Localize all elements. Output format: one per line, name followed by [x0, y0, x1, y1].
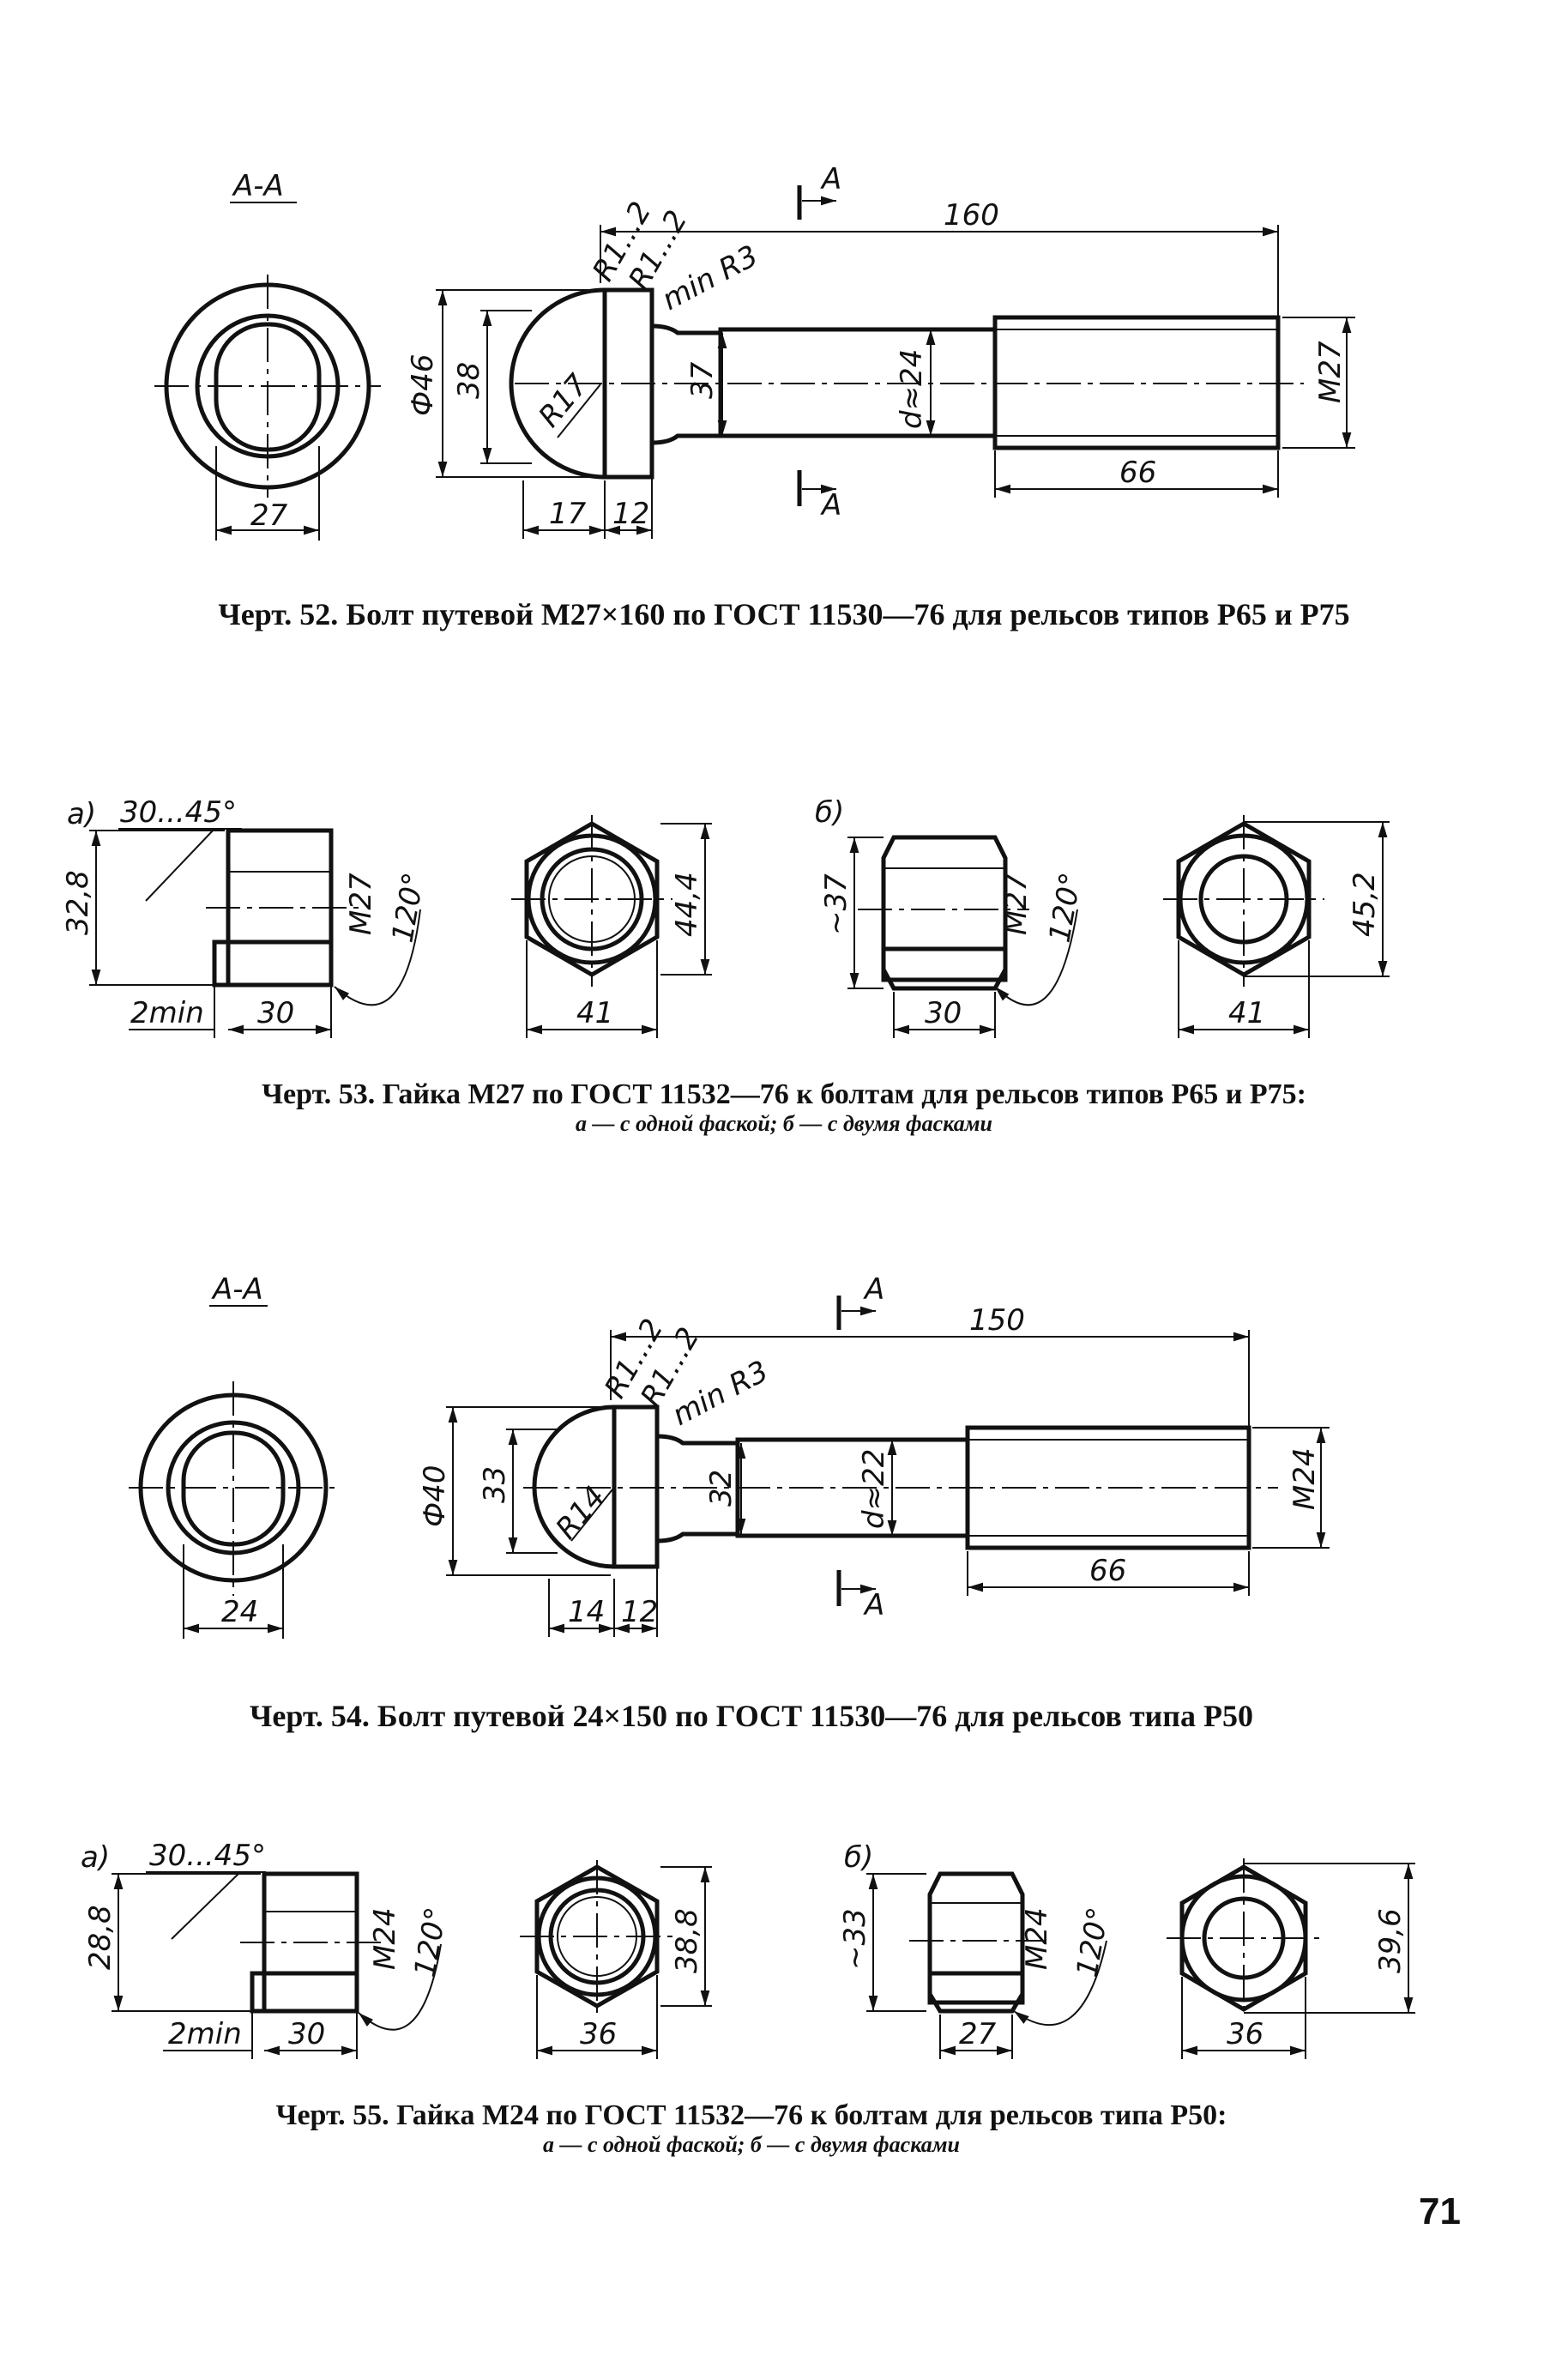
figure-52: А-А 27 А	[154, 162, 1355, 631]
dim-angle: 120°	[385, 870, 431, 945]
dim-head-height: 38	[452, 362, 486, 399]
subcaption: а — с одной фаской; б — с двумя фасками	[543, 2132, 960, 2157]
label-b: б)	[844, 1840, 873, 1875]
nut-a-hex: 44,4 41	[511, 815, 712, 1038]
label-a: а)	[67, 797, 96, 831]
page-number: 71	[1419, 2190, 1461, 2232]
label-b: б)	[815, 795, 844, 830]
caption: Черт. 55. Гайка М24 по ГОСТ 11532—76 к б…	[276, 2099, 1227, 2131]
dim-flat: 38,8	[670, 1908, 704, 1973]
dim-height: 28,8	[83, 1905, 118, 1970]
dim-min: 2min	[168, 2017, 242, 2051]
dim-thread: M24	[1288, 1447, 1322, 1510]
dim-height: ~33	[838, 1908, 872, 1970]
dim-flat: 39,6	[1373, 1908, 1408, 1973]
dim-angle: 120°	[407, 1905, 454, 1980]
dim-thread: M27	[999, 873, 1034, 935]
section-label: А-А	[232, 169, 284, 203]
dim-width: 30	[925, 996, 962, 1030]
bolt-view: А А 150 R1...2 R1...2 min R3 Ф40 33 32 d…	[418, 1272, 1330, 1637]
dim-neck: 32	[704, 1470, 739, 1507]
dim-neck-width: 12	[612, 497, 649, 531]
chamfer-label: 30...45°	[120, 795, 237, 830]
dim-thread: M24	[1020, 1907, 1054, 1970]
cut-label-bottom: А	[820, 488, 841, 523]
section-view: 24	[129, 1381, 338, 1639]
cut-label-bottom: А	[863, 1588, 884, 1622]
caption: Черт. 54. Болт путевой 24×150 по ГОСТ 11…	[250, 1699, 1253, 1733]
dim-thread: M27	[344, 873, 378, 935]
dim-height: ~37	[819, 873, 853, 935]
dim-width: 30	[288, 2017, 325, 2051]
dim-shank: d≈24	[895, 349, 929, 429]
nut-a-hex: 38,8 36	[520, 1860, 712, 2059]
figure-54: А-А 24 А А	[129, 1272, 1330, 1733]
nut-b-side: ~37 M27 120° 30	[819, 835, 1089, 1038]
dim-height: 32,8	[61, 870, 95, 935]
nut-b-hex: 39,6 36	[1167, 1858, 1415, 2059]
cut-label-top: А	[820, 162, 841, 196]
figure-55: а) 30...45° 28,8 M24 120° 2min 30	[81, 1839, 1415, 2157]
dim-head-height: 33	[478, 1466, 512, 1503]
dim-min: 2min	[130, 996, 204, 1030]
dim-hex-width: 36	[580, 2017, 617, 2051]
dim-hex-width: 36	[1227, 2017, 1263, 2051]
dim-flat: 45,2	[1348, 872, 1382, 937]
cut-label-top: А	[863, 1272, 884, 1307]
bolt-view: А А 160 R1...2 R1...2 min R3 Ф46 38	[406, 162, 1355, 539]
dim-flat: 44,4	[670, 872, 704, 937]
subcaption: а — с одной фаской; б — с двумя фасками	[576, 1111, 992, 1136]
dim-thread: M27	[1313, 341, 1348, 403]
dim-head-diameter: Ф40	[418, 1465, 452, 1527]
dim-neck: 37	[685, 361, 720, 399]
figure-53: а) 30...45° 32,8 M27 120° 2min 30	[61, 795, 1390, 1136]
section-label: А-А	[211, 1272, 263, 1307]
dim-hex-width: 41	[1228, 996, 1265, 1030]
nut-b-side: ~33 M24 120° 27	[838, 1871, 1116, 2059]
caption: Черт. 52. Болт путевой М27×160 по ГОСТ 1…	[218, 597, 1349, 631]
dim-head-width: 17	[549, 497, 587, 531]
dim-angle: 120°	[1042, 870, 1089, 945]
dim-head-radius: R14	[549, 1480, 612, 1546]
dim-thread: M24	[368, 1907, 402, 1970]
dim-length: 160	[944, 198, 999, 233]
dim-thread-length: 66	[1089, 1554, 1126, 1588]
label-a: а)	[81, 1840, 110, 1875]
chamfer-label: 30...45°	[149, 1839, 266, 1873]
dim-head-width: 14	[568, 1595, 605, 1629]
dim-hex-width: 41	[576, 996, 613, 1030]
dim-neck-width: 12	[621, 1595, 658, 1629]
dim-thread-length: 66	[1119, 456, 1156, 490]
section-view: 27	[154, 275, 381, 541]
dim-shank: d≈22	[857, 1449, 891, 1529]
dim-width: 30	[257, 996, 294, 1030]
caption: Черт. 53. Гайка М27 по ГОСТ 11532—76 к б…	[262, 1078, 1306, 1110]
dim-head-diameter: Ф46	[406, 353, 440, 416]
nut-a-side: 32,8 M27 120° 2min 30	[61, 828, 431, 1038]
dim-head-radius: R17	[532, 368, 595, 434]
dim-section-width: 27	[250, 498, 288, 533]
nut-a-side: 28,8 M24 120° 2min 30	[83, 1871, 454, 2059]
dim-angle: 120°	[1070, 1905, 1116, 1980]
nut-b-hex: 45,2 41	[1163, 815, 1390, 1038]
dim-width: 27	[959, 2017, 997, 2051]
dim-section-width: 24	[221, 1595, 258, 1629]
dim-length: 150	[969, 1303, 1025, 1338]
